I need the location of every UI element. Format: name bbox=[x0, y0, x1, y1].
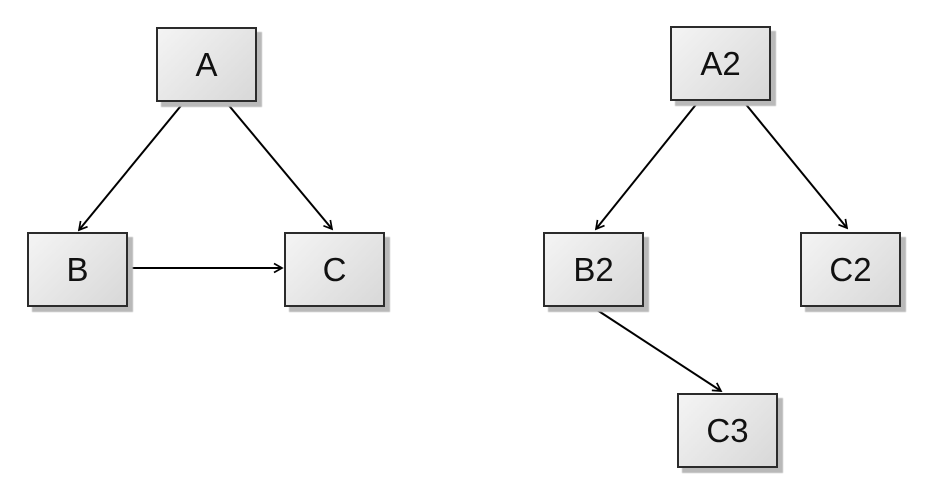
node-C[interactable]: C bbox=[284, 232, 385, 307]
edge-A-B bbox=[77, 101, 185, 232]
node-A-label: A bbox=[195, 46, 218, 83]
node-C3[interactable]: C3 bbox=[677, 393, 778, 468]
node-A2-label: A2 bbox=[700, 45, 741, 82]
edge-A2-B2 bbox=[594, 101, 699, 231]
node-C2[interactable]: C2 bbox=[800, 232, 901, 307]
node-A2[interactable]: A2 bbox=[670, 26, 771, 101]
node-A[interactable]: A bbox=[156, 27, 257, 102]
node-C3-label: C3 bbox=[706, 412, 749, 449]
node-B-label: B bbox=[66, 251, 89, 288]
node-C2-label: C2 bbox=[829, 251, 872, 288]
edge-A2-C2 bbox=[743, 101, 849, 230]
edge-A-C bbox=[225, 101, 334, 231]
node-C-label: C bbox=[322, 251, 347, 288]
node-B2[interactable]: B2 bbox=[543, 232, 644, 307]
edge-B2-C3 bbox=[593, 307, 723, 392]
node-B2-label: B2 bbox=[573, 251, 614, 288]
node-B[interactable]: B bbox=[27, 232, 128, 307]
